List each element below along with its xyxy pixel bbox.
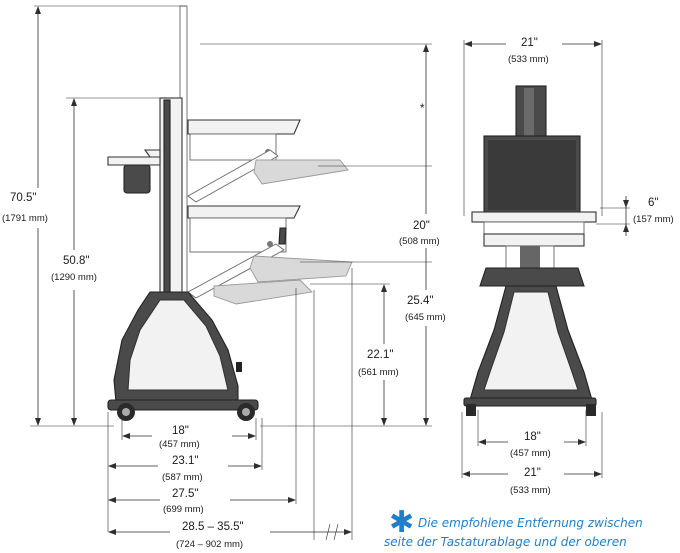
side-depth-tray-mm: (587 mm) bbox=[162, 472, 203, 483]
dim-side-depth-keyboard: 27.5" (699 mm) bbox=[108, 288, 297, 515]
side-depth-base-mm: (457 mm) bbox=[159, 439, 200, 450]
work-height-label: 50.8" bbox=[63, 255, 89, 267]
asterisk-mark: * bbox=[420, 103, 425, 115]
footnote-line-1: Die empfohlene Entfernung zwischen bbox=[418, 516, 643, 530]
tray-height-mm: (561 mm) bbox=[358, 367, 399, 378]
keyboard-height-label: 25.4" bbox=[407, 295, 433, 307]
dim-front-width-top: 21" (533 mm) bbox=[463, 34, 603, 216]
screen-keyboard-label: 20" bbox=[413, 220, 430, 232]
side-depth-range-mm: (724 – 902 mm) bbox=[176, 539, 243, 550]
dim-side-depth-base: 18" (457 mm) bbox=[121, 418, 257, 450]
total-height-mm: (1791 mm) bbox=[2, 213, 48, 224]
dim-front-width-base: 18" (457 mm) bbox=[477, 410, 587, 460]
footnote-asterisk-icon: ✱ bbox=[389, 505, 414, 540]
front-view-cart bbox=[463, 85, 597, 416]
dim-front-offset: 6" (157 mm) bbox=[596, 194, 680, 236]
work-height-mm: (1290 mm) bbox=[51, 272, 97, 283]
side-depth-tray-label: 23.1" bbox=[172, 455, 198, 467]
side-view-cart bbox=[107, 5, 353, 421]
tray-height-label: 22.1" bbox=[367, 349, 393, 361]
total-height-label: 70.5" bbox=[10, 192, 36, 204]
dim-tray-height: 22.1" (561 mm) bbox=[310, 283, 412, 426]
front-width-base-label: 18" bbox=[524, 431, 541, 443]
side-depth-keyboard-mm: (699 mm) bbox=[163, 504, 204, 515]
footnote: ✱ Die empfohlene Entfernung zwischen sei… bbox=[384, 505, 643, 549]
dim-side-depth-range: 28.5 – 35.5" (724 – 902 mm) bbox=[108, 268, 353, 553]
front-width-bottom-mm: (533 mm) bbox=[510, 485, 551, 496]
front-width-top-mm: (533 mm) bbox=[508, 54, 549, 65]
dim-keyboard-height: 25.4" (645 mm) bbox=[260, 261, 452, 427]
screen-keyboard-mm: (508 mm) bbox=[399, 236, 440, 247]
side-depth-keyboard-label: 27.5" bbox=[172, 488, 198, 500]
dim-total-height: 70.5" (1791 mm) bbox=[0, 5, 186, 427]
front-width-top-label: 21" bbox=[521, 37, 538, 49]
footnote-line-2: seite der Tastaturablage und der oberen bbox=[384, 535, 627, 549]
keyboard-height-mm: (645 mm) bbox=[405, 312, 446, 323]
dim-screen-to-keyboard: * 20" (508 mm) bbox=[200, 43, 450, 262]
side-depth-range-label: 28.5 – 35.5" bbox=[182, 521, 244, 533]
side-depth-base-label: 18" bbox=[172, 425, 189, 437]
front-width-base-mm: (457 mm) bbox=[510, 448, 551, 459]
dim-side-depth-tray: 23.1" (587 mm) bbox=[107, 412, 263, 532]
front-offset-label: 6" bbox=[648, 197, 658, 209]
dim-front-width-bottom: 21" (533 mm) bbox=[461, 412, 603, 496]
dim-work-height: 50.8" (1290 mm) bbox=[48, 97, 180, 426]
front-width-bottom-label: 21" bbox=[524, 467, 541, 479]
front-offset-mm: (157 mm) bbox=[633, 214, 674, 225]
